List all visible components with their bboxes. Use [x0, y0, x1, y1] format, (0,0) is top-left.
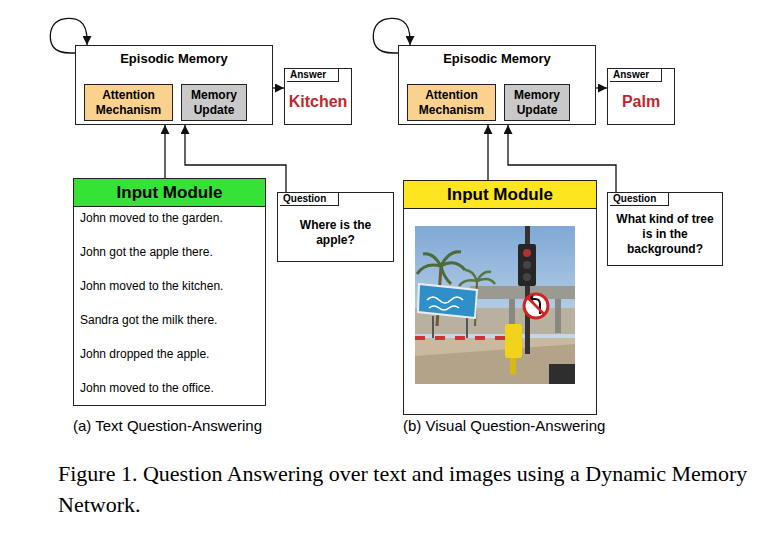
photo-part [470, 286, 575, 299]
io-box: AnswerKitchen [284, 68, 352, 125]
photo-part [417, 252, 465, 284]
photo-part [495, 336, 505, 340]
tab-heading: Question [610, 193, 669, 206]
box-body: Kitchen [285, 82, 351, 124]
flow-arrow [487, 125, 488, 180]
tab-heading: Answer [610, 69, 662, 82]
flow-arrow [273, 87, 284, 88]
input-sentence: John moved to the kitchen. [74, 279, 265, 293]
photo-part [524, 294, 548, 318]
memory-module: Episodic MemoryAttention Mechanism Memory… [75, 45, 273, 125]
process-box: Attention Mechanism [407, 84, 496, 121]
photo-part [415, 344, 575, 384]
io-box: QuestionWhere is the apple? [277, 192, 394, 262]
photo-part [523, 273, 531, 281]
photo-part [415, 338, 575, 384]
component-label: Attention Mechanism [408, 85, 495, 120]
photo-part [459, 270, 495, 286]
component-label: Memory Update [505, 85, 569, 120]
input-sentence: John got the apple there. [74, 245, 265, 259]
panel-label: (a) Text Question-Answering [73, 417, 262, 434]
photo-part [475, 336, 485, 340]
photo-part [518, 244, 536, 286]
photo-part [549, 364, 575, 384]
photo-part [505, 324, 522, 358]
photo-part [528, 298, 544, 314]
flow-arrow [596, 87, 607, 88]
photo-part [523, 249, 531, 257]
tab-heading: Question [280, 193, 339, 206]
box-body: Palm [608, 82, 674, 124]
photo-part [523, 261, 531, 269]
module-title: Episodic Memory [399, 46, 595, 66]
input-module: Input Module [403, 180, 597, 415]
photo-part [555, 299, 561, 333]
box-body: What kind of tree is in the background? [608, 206, 722, 265]
process-box: Memory Update [504, 84, 570, 121]
input-sentence: John moved to the garden. [74, 211, 265, 225]
input-sentence: Sandra got the milk there. [74, 313, 265, 327]
memory-module: Episodic MemoryAttention Mechanism Memory… [398, 45, 596, 125]
process-box: Attention Mechanism [84, 84, 173, 121]
figure-caption: Figure 1. Question Answering over text a… [58, 458, 748, 520]
photo-part [415, 336, 425, 340]
tab-heading: Answer [287, 69, 339, 82]
io-box: QuestionWhat kind of tree is in the back… [607, 192, 723, 266]
module-header: Input Module [74, 179, 265, 207]
box-body: Where is the apple? [278, 206, 393, 261]
input-module: Input ModuleJohn moved to the garden. Joh… [73, 178, 266, 406]
photo-part [455, 336, 465, 340]
street-photo [415, 226, 575, 384]
module-header: Input Module [404, 181, 596, 209]
panel-label: (b) Visual Question-Answering [403, 417, 605, 434]
io-box: AnswerPalm [607, 68, 675, 125]
flow-arrow [164, 125, 165, 178]
input-sentence: John moved to the office. [74, 381, 265, 395]
photo-part [427, 297, 463, 310]
input-sentence: John dropped the apple. [74, 347, 265, 361]
module-title: Episodic Memory [76, 46, 272, 66]
photo-part [418, 284, 477, 318]
photo-part [435, 336, 445, 340]
component-label: Attention Mechanism [85, 85, 172, 120]
photo-part [415, 226, 575, 384]
photo-part [510, 358, 516, 374]
process-box: Memory Update [181, 84, 247, 121]
component-label: Memory Update [182, 85, 246, 120]
